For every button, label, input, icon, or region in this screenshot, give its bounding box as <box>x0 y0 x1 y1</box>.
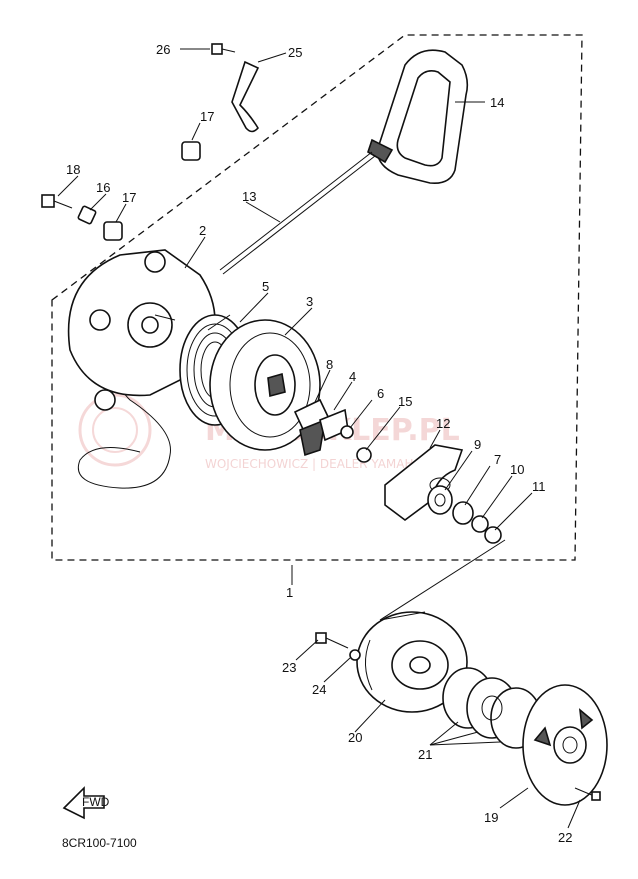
callout-4: 4 <box>349 369 356 384</box>
friction-plate <box>384 444 464 521</box>
callout-24: 24 <box>312 682 326 697</box>
collar-17-top <box>181 141 201 161</box>
bracket-25 <box>231 60 260 133</box>
callout-7: 7 <box>494 452 501 467</box>
callout-18: 18 <box>66 162 80 177</box>
fwd-label: FWD <box>82 795 110 809</box>
starter-case <box>67 249 216 411</box>
callout-19: 19 <box>484 810 498 825</box>
callout-17-top: 17 <box>200 109 214 124</box>
callout-25: 25 <box>288 45 302 60</box>
callout-17-left: 17 <box>122 190 136 205</box>
callout-16: 16 <box>96 180 110 195</box>
drive-plate <box>356 611 468 713</box>
bolt-18 <box>41 194 73 209</box>
starter-handle <box>367 49 469 185</box>
callout-6: 6 <box>377 386 384 401</box>
starter-pulley <box>209 319 321 451</box>
callout-14: 14 <box>490 95 504 110</box>
assembly-boundary <box>51 34 583 561</box>
fwd-arrow-icon: FWD <box>62 786 110 820</box>
callout-12: 12 <box>436 416 450 431</box>
callout-labels: 1 2 3 4 5 6 7 8 9 10 11 12 13 14 15 16 1… <box>66 42 572 845</box>
callout-21: 21 <box>418 747 432 762</box>
callout-15: 15 <box>398 394 412 409</box>
callout-9: 9 <box>474 437 481 452</box>
callout-13: 13 <box>242 189 256 204</box>
callout-10: 10 <box>510 462 524 477</box>
leader-lines <box>57 48 581 829</box>
callout-5: 5 <box>262 279 269 294</box>
grommet-16 <box>77 205 97 225</box>
bolt-26 <box>211 43 236 55</box>
cover-plate <box>522 684 608 806</box>
washer-24 <box>349 649 361 661</box>
callout-26: 26 <box>156 42 170 57</box>
watermark-sub: WOJCIECHOWICZ | DEALER YAMAHA <box>205 457 423 471</box>
washer-6 <box>340 425 354 439</box>
callout-3: 3 <box>306 294 313 309</box>
callout-8: 8 <box>326 357 333 372</box>
diagram-code: 8CR100-7100 <box>62 836 137 850</box>
small-parts-9-7-10-11 <box>427 485 502 544</box>
callout-23: 23 <box>282 660 296 675</box>
callout-1: 1 <box>286 585 293 600</box>
callout-2: 2 <box>199 223 206 238</box>
callout-11: 11 <box>532 479 546 494</box>
screw-22 <box>574 787 601 801</box>
nut-15 <box>356 447 372 463</box>
callout-22: 22 <box>558 830 572 845</box>
collar-17-left <box>103 221 123 241</box>
bolt-23 <box>315 632 349 649</box>
callout-20: 20 <box>348 730 362 745</box>
